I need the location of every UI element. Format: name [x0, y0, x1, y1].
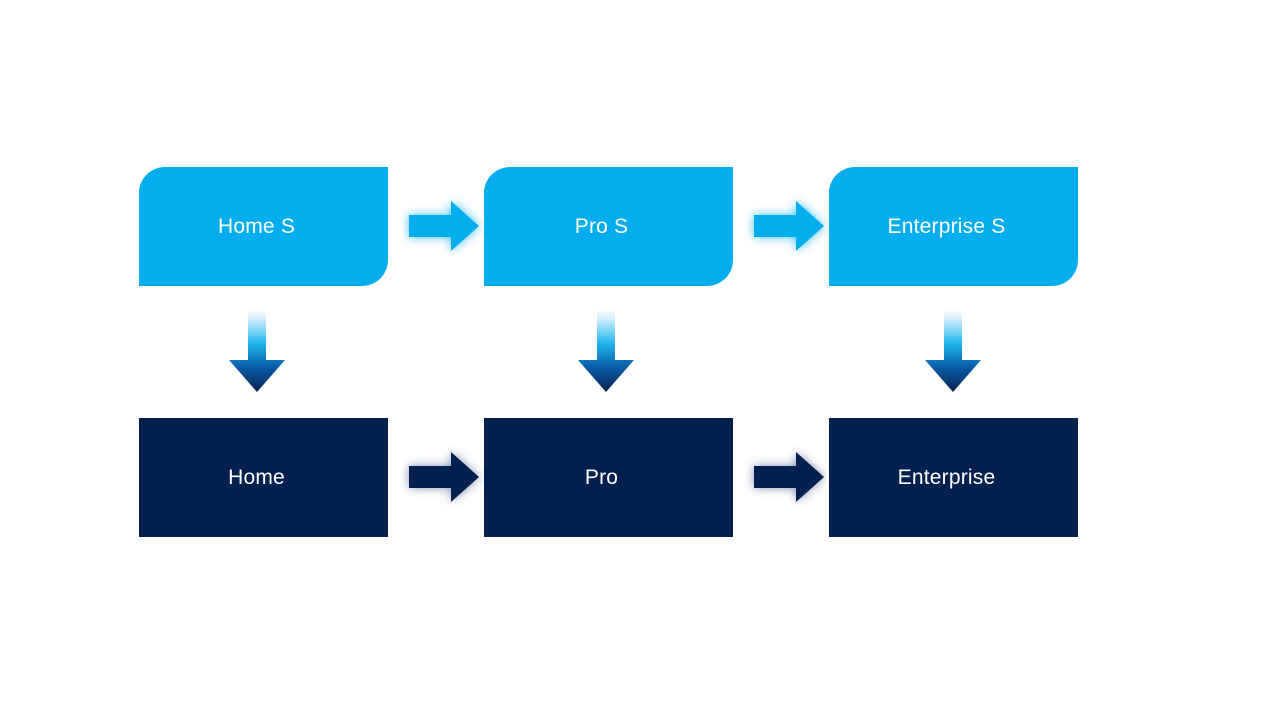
node-enterprise-s-label: Enterprise S — [887, 215, 1006, 238]
node-pro[interactable]: Pro — [484, 418, 733, 537]
arrow-down-icon — [229, 308, 285, 392]
node-home[interactable]: Home — [139, 418, 388, 537]
node-enterprise-s[interactable]: Enterprise S — [829, 167, 1078, 286]
arrow-right-icon — [754, 452, 824, 502]
connector-pro-s-to-enterprise-s — [754, 201, 824, 251]
node-home-label: Home — [228, 466, 285, 489]
node-pro-label: Pro — [584, 466, 619, 489]
connector-home-s-to-home — [229, 308, 285, 392]
connector-pro-to-enterprise — [754, 452, 824, 502]
connector-enterprise-s-to-enterprise — [925, 308, 981, 392]
arrow-right-icon — [409, 201, 479, 251]
node-pro-s[interactable]: Pro S — [484, 167, 733, 286]
arrow-right-icon — [754, 201, 824, 251]
node-pro-s-label: Pro S — [574, 215, 629, 238]
arrow-right-icon — [409, 452, 479, 502]
node-enterprise-label: Enterprise — [897, 466, 996, 489]
connector-pro-s-to-pro — [578, 308, 634, 392]
node-home-s-label: Home S — [217, 215, 296, 238]
node-home-s[interactable]: Home S — [139, 167, 388, 286]
connector-home-to-pro — [409, 452, 479, 502]
arrow-down-icon — [925, 308, 981, 392]
node-enterprise[interactable]: Enterprise — [829, 418, 1078, 537]
arrow-down-icon — [578, 308, 634, 392]
connector-home-s-to-pro-s — [409, 201, 479, 251]
